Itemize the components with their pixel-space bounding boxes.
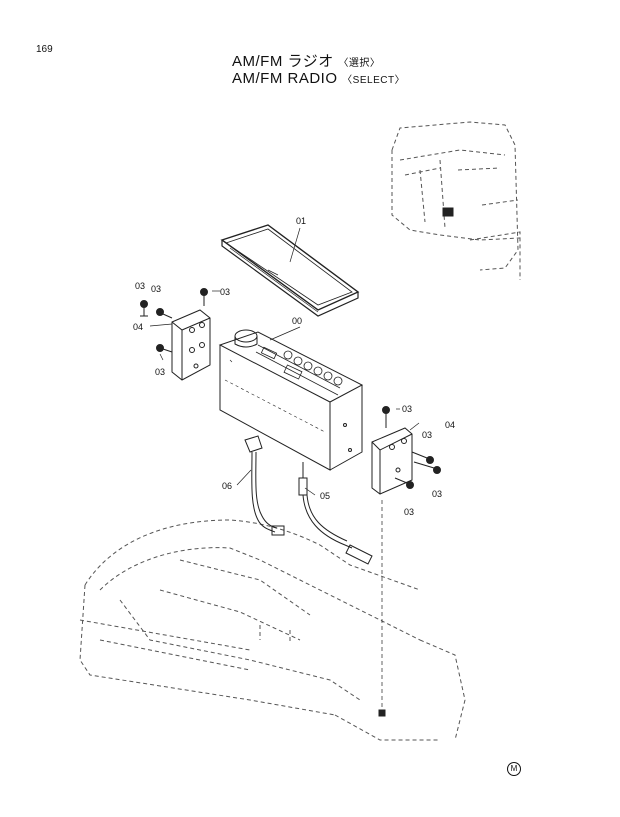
callout-00: 00 [292, 316, 302, 326]
part-04-bracket-right [371, 427, 413, 495]
callout-03-b: 03 [151, 284, 161, 294]
callout-01: 01 [296, 216, 306, 226]
callout-03-g: 03 [432, 489, 442, 499]
callout-04-right: 04 [445, 420, 455, 430]
callout-03-a: 03 [135, 281, 145, 291]
title-en-sub: 〈SELECT〉 [342, 75, 406, 86]
part-04-bracket-left [171, 309, 211, 381]
title-jp-sub: 〈選択〉 [338, 58, 381, 69]
callout-03-e: 03 [402, 404, 412, 414]
callout-03-c: 03 [220, 287, 230, 297]
title-jp-main: AM/FM ラジオ [232, 53, 334, 70]
floor-console-outline [79, 519, 466, 741]
title-english: AM/FM RADIO 〈SELECT〉 [232, 70, 405, 87]
callout-05: 05 [320, 491, 330, 501]
mount-point-marker [378, 709, 386, 717]
part-05-antenna-cable [298, 462, 373, 565]
callout-03-f: 03 [422, 430, 432, 440]
callout-03-d: 03 [155, 367, 165, 377]
part-00-radio-body [218, 329, 364, 471]
page-number: 169 [36, 44, 53, 55]
part-06-harness [244, 435, 285, 536]
title-japanese: AM/FM ラジオ 〈選択〉 [232, 50, 380, 71]
radio-location-marker [442, 207, 454, 217]
cab-outline [391, 121, 521, 280]
callout-03-h: 03 [404, 507, 414, 517]
part-03-screws [140, 288, 441, 489]
title-en-main: AM/FM RADIO [232, 70, 338, 87]
callout-06: 06 [222, 481, 232, 491]
revision-mark-icon: M [507, 762, 521, 776]
callout-04-left: 04 [133, 322, 143, 332]
leader-lines [149, 227, 420, 712]
part-01-panel [220, 224, 360, 317]
